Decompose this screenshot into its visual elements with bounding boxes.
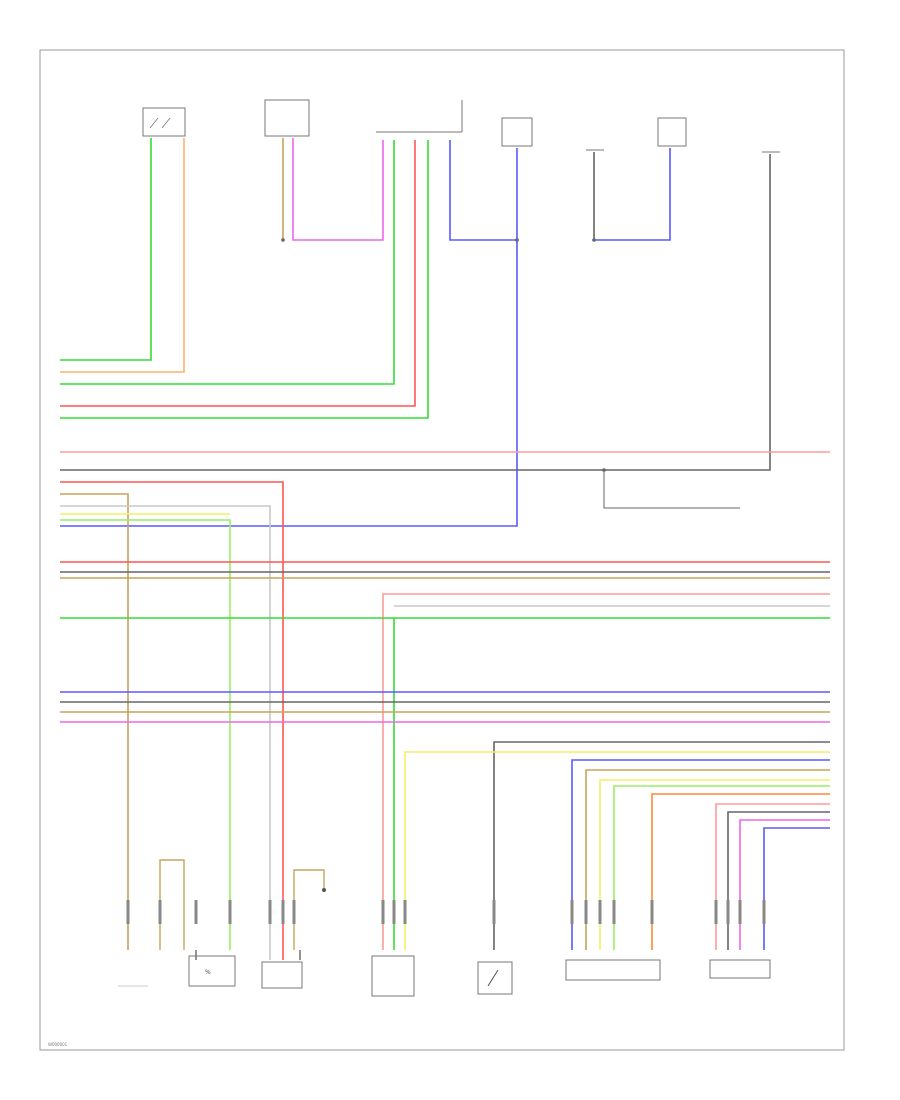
wire-violet xyxy=(739,819,830,950)
footer-code: W000001 xyxy=(48,1042,68,1047)
connector-pin xyxy=(194,900,198,924)
wire-blue xyxy=(60,148,518,527)
bottom-component-6 xyxy=(565,959,661,981)
top-component-4 xyxy=(501,117,533,147)
top-component-1 xyxy=(142,107,186,137)
wire-yellow xyxy=(599,779,830,950)
connector-pin xyxy=(228,900,232,924)
top-wiring xyxy=(60,138,771,527)
wire-gray xyxy=(60,154,771,471)
wire-light-green xyxy=(60,519,231,950)
wire-blue xyxy=(449,140,517,241)
wire-tan xyxy=(60,493,129,950)
connector-pin xyxy=(281,900,285,924)
wire-pink xyxy=(382,593,830,950)
connector-marks xyxy=(126,900,766,924)
wire-blue xyxy=(594,148,671,241)
top-splices xyxy=(281,238,606,472)
bottom-component-2: % xyxy=(188,955,236,987)
wire-yellow xyxy=(404,751,830,950)
wire-light-gray xyxy=(60,505,271,960)
connector-pin xyxy=(714,900,718,924)
wire-blue xyxy=(571,759,830,950)
connector-pin xyxy=(381,900,385,924)
bottom-component-5 xyxy=(477,961,513,995)
connector-pin xyxy=(268,900,272,924)
wire-green xyxy=(60,140,429,419)
connector-pin xyxy=(726,900,730,924)
connector-pin xyxy=(570,900,574,924)
wire-green xyxy=(60,138,152,361)
connector-pin xyxy=(612,900,616,924)
bottom-component-3 xyxy=(261,888,326,989)
wire-blue xyxy=(763,827,830,950)
wire-tan xyxy=(159,859,185,950)
connector-pin xyxy=(392,900,396,924)
wire-gray xyxy=(727,811,830,950)
bottom-component-4 xyxy=(371,955,415,997)
wire-green xyxy=(60,140,395,385)
connector-pin xyxy=(403,900,407,924)
wire-tan xyxy=(293,869,325,950)
wire-red xyxy=(60,140,416,407)
diagram-frame xyxy=(39,49,845,1051)
connector-pin xyxy=(650,900,654,924)
connector-pin xyxy=(598,900,602,924)
top-component-3 xyxy=(376,100,463,133)
wire-light-green xyxy=(613,785,830,950)
top-component-2 xyxy=(264,99,310,137)
connector-pin xyxy=(584,900,588,924)
wire-orange xyxy=(60,138,185,373)
connector-pin xyxy=(492,900,496,924)
bottom-wiring-extra xyxy=(159,859,325,960)
wire-pink xyxy=(715,803,830,950)
bottom-component-7 xyxy=(709,959,771,979)
svg-text:%: % xyxy=(205,969,211,976)
connector-pin xyxy=(158,900,162,924)
wire-dark-orange xyxy=(651,793,830,950)
wire-tan xyxy=(585,769,830,950)
connector-pin xyxy=(762,900,766,924)
top-component-6 xyxy=(657,117,687,147)
connector-pin xyxy=(292,900,296,924)
bus-lines xyxy=(60,451,830,960)
wire-gray xyxy=(493,741,830,950)
ground-branch xyxy=(603,470,740,509)
connector-pin xyxy=(126,900,130,924)
wire-red xyxy=(60,481,284,960)
connector-pin xyxy=(738,900,742,924)
wire-violet xyxy=(292,138,384,241)
